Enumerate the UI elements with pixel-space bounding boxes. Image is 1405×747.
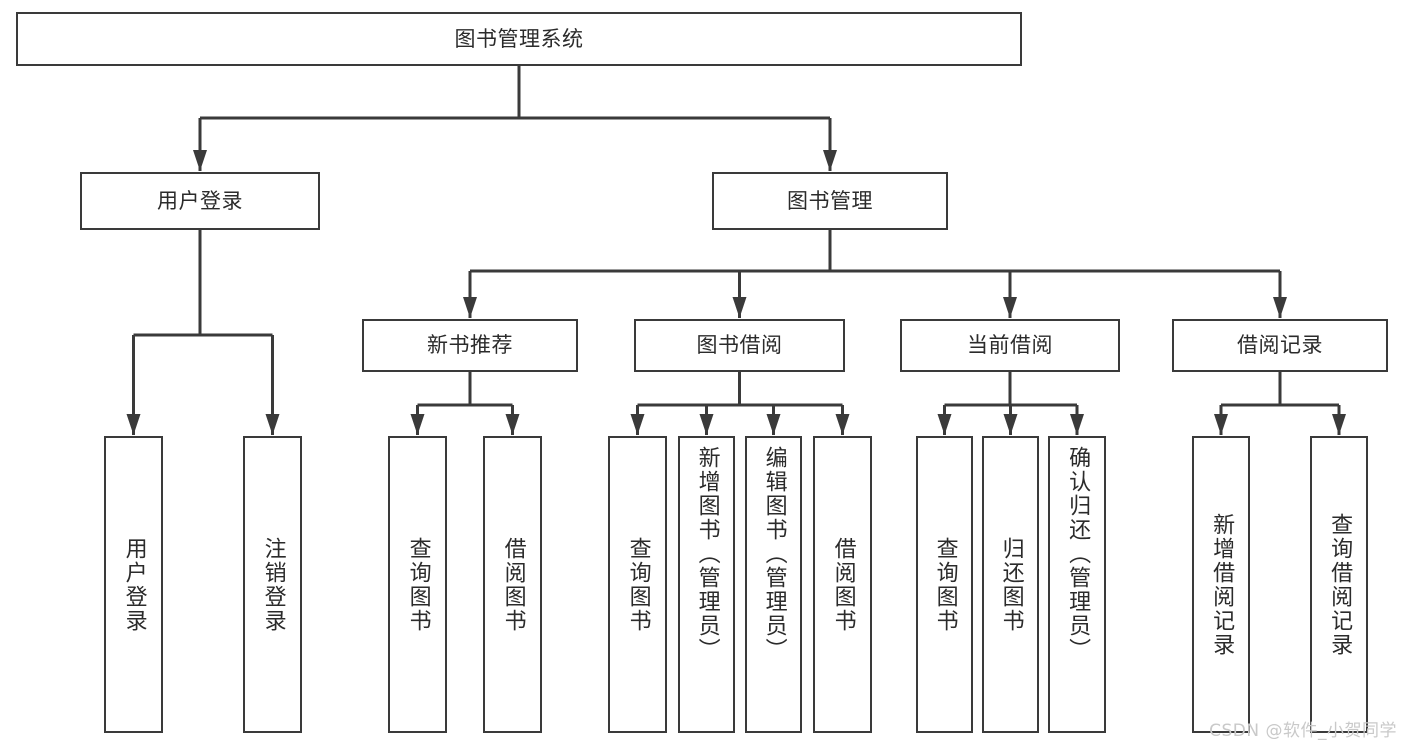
arrowhead-icon-current-loan-1 [1003, 414, 1018, 435]
node-new-book-recommend[interactable]: 新书推荐 [362, 319, 578, 372]
node-leaf-edit-book-admin[interactable]: 编辑图书（管理员） [745, 436, 802, 733]
node-leaf-user-login[interactable]: 用户登录 [104, 436, 163, 733]
node-leaf-edit-book-admin-label: 编辑图书（管理员） [761, 446, 787, 662]
node-leaf-add-loan-record[interactable]: 新增借阅记录 [1192, 436, 1250, 733]
arrowhead-icon-book-borrow-2 [766, 414, 781, 435]
arrowhead-icon-book-manage-3 [1273, 297, 1287, 318]
arrowhead-icon-root-0 [193, 150, 207, 171]
node-leaf-confirm-return-admin[interactable]: 确认归还（管理员） [1048, 436, 1106, 733]
node-book-manage[interactable]: 图书管理 [712, 172, 948, 230]
node-leaf-query-book-loan-label: 查询图书 [932, 536, 958, 633]
node-leaf-query-loan-record-label: 查询借阅记录 [1327, 512, 1353, 657]
arrowhead-icon-current-loan-2 [1070, 414, 1084, 435]
arrowhead-icon-loan-record-1 [1332, 414, 1346, 435]
node-loan-record-label: 借阅记录 [1237, 333, 1323, 358]
arrowhead-icon-user-login-0 [126, 414, 141, 435]
node-leaf-return-book[interactable]: 归还图书 [982, 436, 1039, 733]
arrowhead-icon-new-book-rec-1 [505, 414, 520, 435]
node-leaf-user-login-label: 用户登录 [121, 536, 147, 633]
arrowhead-icon-current-loan-0 [937, 414, 952, 435]
arrowhead-icon-book-borrow-3 [835, 414, 850, 435]
node-leaf-query-loan-record[interactable]: 查询借阅记录 [1310, 436, 1368, 733]
node-new-book-recommend-label: 新书推荐 [427, 333, 513, 358]
node-user-login[interactable]: 用户登录 [80, 172, 320, 230]
node-book-borrow-label: 图书借阅 [696, 333, 783, 358]
node-leaf-borrow-book[interactable]: 借阅图书 [813, 436, 872, 733]
arrowhead-icon-book-borrow-1 [699, 414, 714, 435]
node-leaf-confirm-return-admin-label: 确认归还（管理员） [1065, 446, 1091, 662]
arrowhead-icon-loan-record-0 [1214, 414, 1228, 435]
node-leaf-query-book-label: 查询图书 [625, 536, 651, 633]
node-leaf-borrow-book-label: 借阅图书 [830, 536, 856, 633]
arrowhead-icon-book-manage-0 [463, 297, 477, 318]
arrowhead-icon-user-login-1 [265, 414, 280, 435]
node-leaf-add-book-admin-label: 新增图书（管理员） [694, 446, 720, 662]
arrowhead-icon-root-1 [823, 150, 837, 171]
node-leaf-query-book-rec-label: 查询图书 [405, 536, 431, 633]
node-leaf-user-logout[interactable]: 注销登录 [243, 436, 302, 733]
arrowhead-icon-new-book-rec-0 [410, 414, 425, 435]
watermark-text: CSDN @软件_小贺同学 [1209, 721, 1397, 741]
arrowhead-icon-book-borrow-0 [630, 414, 645, 435]
node-leaf-query-book-rec[interactable]: 查询图书 [388, 436, 447, 733]
node-current-loan[interactable]: 当前借阅 [900, 319, 1120, 372]
node-leaf-query-book-loan[interactable]: 查询图书 [916, 436, 973, 733]
node-book-borrow[interactable]: 图书借阅 [634, 319, 845, 372]
node-root[interactable]: 图书管理系统 [16, 12, 1022, 66]
node-leaf-query-book[interactable]: 查询图书 [608, 436, 667, 733]
arrowhead-icon-book-manage-1 [732, 297, 747, 318]
node-user-login-label: 用户登录 [157, 188, 243, 213]
node-leaf-return-book-label: 归还图书 [998, 536, 1024, 633]
node-book-manage-label: 图书管理 [787, 188, 873, 213]
node-leaf-user-logout-label: 注销登录 [260, 536, 286, 633]
node-current-loan-label: 当前借阅 [967, 333, 1053, 358]
node-leaf-borrow-book-rec-label: 借阅图书 [500, 536, 526, 633]
arrowhead-icon-book-manage-2 [1003, 297, 1017, 318]
node-root-label: 图书管理系统 [454, 26, 584, 51]
node-leaf-borrow-book-rec[interactable]: 借阅图书 [483, 436, 542, 733]
node-leaf-add-loan-record-label: 新增借阅记录 [1209, 512, 1235, 657]
node-loan-record[interactable]: 借阅记录 [1172, 319, 1388, 372]
node-leaf-add-book-admin[interactable]: 新增图书（管理员） [678, 436, 735, 733]
